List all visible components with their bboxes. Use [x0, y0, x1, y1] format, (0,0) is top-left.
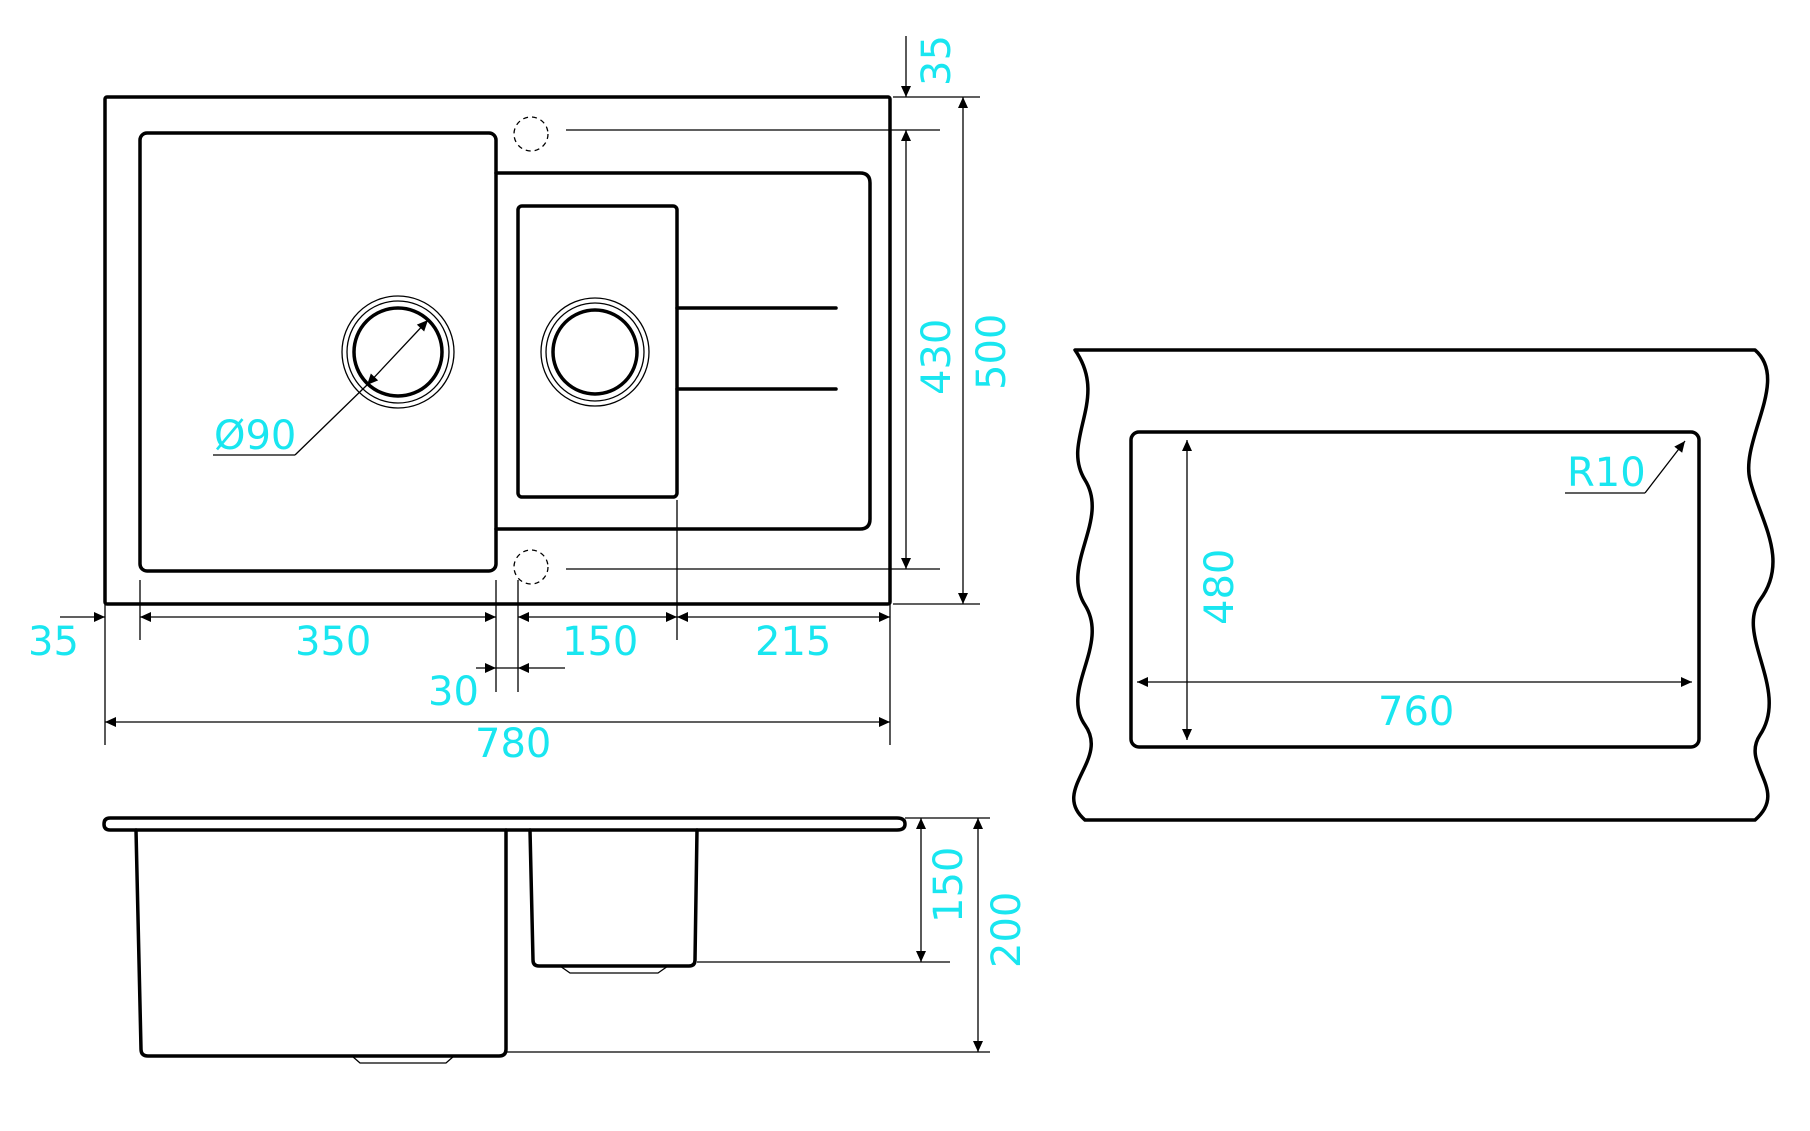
drain-diameter-leader: [294, 384, 368, 456]
dim-760-arrow-right: [1681, 677, 1692, 687]
main-drain-inner-ring: [352, 306, 444, 398]
dim-150-arrow-left: [518, 612, 529, 622]
dim-200-depth-label: 200: [984, 892, 1030, 968]
tap-hole-lower: [513, 549, 549, 585]
main-drain-outer-ring: [341, 295, 455, 409]
dim-35-left-label: 35: [28, 619, 79, 665]
section-small-bowl: [528, 828, 699, 968]
dim-150-depth-label: 150: [926, 847, 972, 923]
countertop-wavy-outline: [1071, 348, 1775, 822]
dim-780-arrow-left: [105, 717, 116, 727]
dim-30-arrow-left: [485, 663, 496, 673]
small-drain-inner-ring: [551, 308, 639, 396]
sink-outer-outline: [103, 95, 892, 606]
dim-480-label: 480: [1197, 549, 1243, 625]
dim-150-top-label: 150: [562, 619, 638, 665]
drainer-area-outline: [494, 171, 872, 531]
dim-30-label: 30: [428, 669, 479, 715]
dim-480-arrow-top: [1182, 440, 1192, 451]
section-main-bowl: [134, 828, 508, 1058]
drain-diameter-label: Ø90: [214, 413, 296, 459]
small-drain-outer-ring: [540, 297, 650, 407]
section-view: 150 200: [102, 816, 1030, 1064]
dim-780-label: 780: [475, 721, 551, 767]
dim-215-label: 215: [755, 619, 831, 665]
radius-arrow: [1674, 437, 1689, 453]
dim-200-depth-arrow-top: [973, 818, 983, 829]
dim-430-arrow-bottom: [901, 558, 911, 569]
top-view: Ø90 35 430 500 35 350 150: [28, 35, 1015, 767]
section-main-drain: [351, 1055, 455, 1064]
dim-150-arrow-right: [666, 612, 677, 622]
dim-30-arrow-right: [518, 663, 529, 673]
dim-760-label: 760: [1378, 689, 1454, 735]
small-bowl-outline: [516, 204, 679, 499]
dim-500-label: 500: [969, 314, 1015, 390]
dim-200-depth-arrow-bottom: [973, 1041, 983, 1052]
dim-215-arrow-right: [879, 612, 890, 622]
main-drain-middle-ring: [346, 300, 450, 404]
dim-150-depth-arrow-bottom: [916, 951, 926, 962]
dim-780-arrow-right: [879, 717, 890, 727]
radius-label: R10: [1567, 450, 1646, 496]
tap-hole-upper: [513, 116, 549, 152]
dim-760-arrow-left: [1137, 677, 1148, 687]
dim-350-label: 350: [295, 619, 371, 665]
drain-diameter-line: [366, 319, 429, 386]
dim-430-label: 430: [914, 319, 960, 395]
small-drain-middle-ring: [545, 302, 645, 402]
cutout-view: 480 760 R10: [1071, 348, 1775, 822]
dim-35-top-label: 35: [914, 35, 960, 86]
dim-480-arrow-bottom: [1182, 729, 1192, 740]
cutout-rectangle: [1129, 430, 1701, 749]
main-bowl-outline: [138, 131, 498, 573]
dim-350-arrow-right: [485, 612, 496, 622]
dim-150-depth-arrow-top: [916, 818, 926, 829]
dim-35-top-arrow: [901, 86, 911, 97]
dim-350-arrow-left: [140, 612, 151, 622]
dim-500-arrow-bottom: [958, 593, 968, 604]
dim-35-left-arrow: [94, 612, 105, 622]
dim-500-arrow-top: [958, 97, 968, 108]
dim-215-arrow-left: [677, 612, 688, 622]
section-rim: [102, 816, 907, 832]
section-small-drain: [559, 965, 669, 974]
